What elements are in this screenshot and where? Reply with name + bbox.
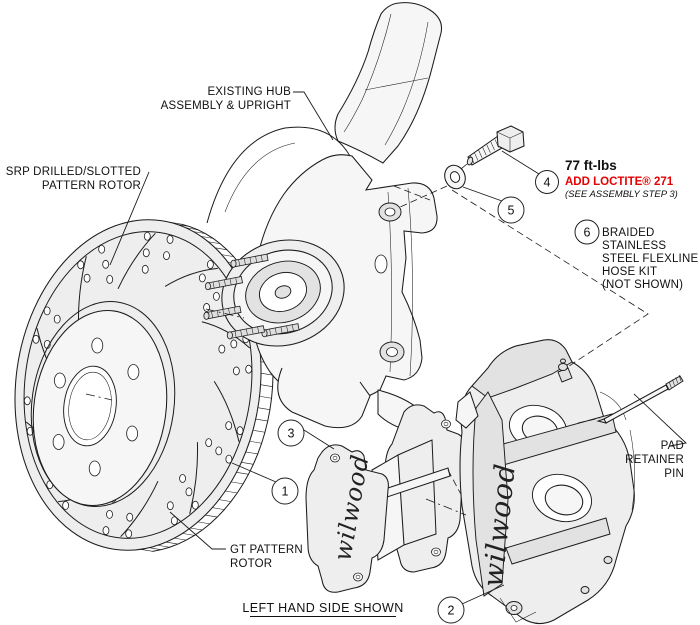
label-footer: LEFT HAND SIDE SHOWN <box>242 601 403 618</box>
bolt-hex-head <box>496 125 525 153</box>
svg-text:HOSE KIT: HOSE KIT <box>602 266 657 278</box>
caliper: wilwood <box>455 339 635 625</box>
svg-text:EXISTING HUB: EXISTING HUB <box>207 86 291 98</box>
svg-text:ROTOR: ROTOR <box>230 558 272 570</box>
svg-text:BRAIDED: BRAIDED <box>602 227 655 239</box>
svg-text:ASSEMBLY & UPRIGHT: ASSEMBLY & UPRIGHT <box>161 100 291 112</box>
svg-text:PIN: PIN <box>664 468 684 480</box>
label-pad-retainer-pin: PAD RETAINER PIN <box>625 440 684 480</box>
rotor <box>14 219 274 552</box>
svg-text:PATTERN ROTOR: PATTERN ROTOR <box>42 180 141 192</box>
strut-arm <box>334 2 443 164</box>
hub-flange <box>203 239 345 347</box>
washer <box>444 164 466 190</box>
svg-text:STAINLESS: STAINLESS <box>602 240 666 252</box>
label-gt-rotor: GT PATTERN ROTOR <box>230 544 303 570</box>
label-hose-kit: BRAIDED STAINLESS STEEL FLEXLINE HOSE KI… <box>602 227 698 291</box>
callout-2-number: 2 <box>448 604 455 618</box>
callout-4-number: 4 <box>544 176 551 190</box>
callout-2: 2 <box>437 596 465 624</box>
callout-1: 1 <box>271 477 299 505</box>
hub-upright <box>203 2 443 433</box>
assembly-step-note: (SEE ASSEMBLY STEP 3) <box>565 189 678 200</box>
callout-3-number: 3 <box>288 427 295 441</box>
footer-note: LEFT HAND SIDE SHOWN <box>242 601 403 615</box>
svg-text:STEEL FLEXLINE: STEEL FLEXLINE <box>602 253 698 265</box>
leader-lines <box>109 91 687 605</box>
pin-knurl-ticks <box>665 374 682 391</box>
svg-text:SRP DRILLED/SLOTTED: SRP DRILLED/SLOTTED <box>6 166 141 178</box>
bearing-dome <box>206 126 359 224</box>
caliper-face-strip <box>472 391 509 597</box>
caliper-inlet-fitting <box>557 358 573 383</box>
caliper-mount-tab <box>455 391 479 429</box>
rotor-lug-holes <box>52 337 140 477</box>
callout-6: 6 <box>574 219 600 245</box>
callout-6-number: 6 <box>584 226 591 240</box>
rotor-center-bore <box>63 365 117 447</box>
callout-5-number: 5 <box>508 204 515 218</box>
assembly-lines <box>85 163 649 516</box>
label-existing-hub: EXISTING HUB ASSEMBLY & UPRIGHT <box>161 86 291 112</box>
loctite-note: ADD LOCTITE® 271 <box>565 176 674 188</box>
pad-backing-plate-front <box>305 444 389 593</box>
torque-value: 77 ft-lbs <box>565 158 617 173</box>
pad-retainer-pin <box>596 374 684 424</box>
lower-arm <box>277 367 371 429</box>
svg-text:(NOT SHOWN): (NOT SHOWN) <box>602 279 683 291</box>
label-srp-rotor: SRP DRILLED/SLOTTED PATTERN ROTOR <box>6 166 141 192</box>
callout-1-number: 1 <box>282 485 289 499</box>
callout-5: 5 <box>497 196 525 224</box>
svg-text:RETAINER: RETAINER <box>625 454 684 466</box>
caliper-bridge-top <box>471 339 573 399</box>
svg-text:PAD: PAD <box>661 440 684 452</box>
svg-text:GT PATTERN: GT PATTERN <box>230 544 303 556</box>
mount-bolt <box>466 125 525 166</box>
brake-pads: wilwood <box>305 404 465 593</box>
label-torque-loctite: 77 ft-lbs ADD LOCTITE® 271 (SEE ASSEMBLY… <box>565 158 678 200</box>
pin-threaded-tip <box>665 375 684 391</box>
wheel-studs <box>203 253 300 340</box>
callout-4: 4 <box>535 170 559 194</box>
callout-3: 3 <box>277 419 305 447</box>
caliper-piston-2 <box>544 484 584 516</box>
